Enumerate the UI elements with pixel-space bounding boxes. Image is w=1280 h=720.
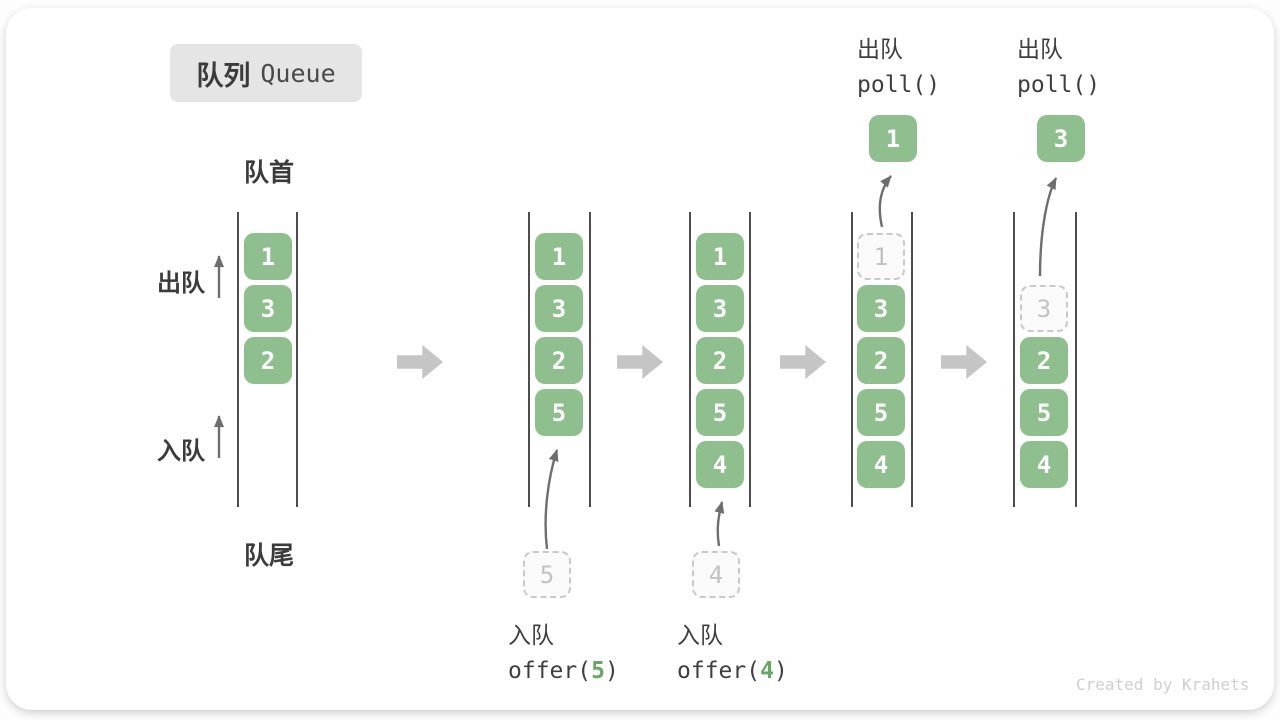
queue-wall (1075, 212, 1077, 507)
queue-wall (749, 212, 751, 507)
queue-wall (911, 212, 913, 507)
queue-element: 5 (1020, 389, 1068, 436)
code-open: offer( (677, 658, 761, 684)
enqueue-op-code: offer(5) (508, 658, 619, 684)
queue-wall (1013, 212, 1015, 507)
polled-element: 1 (869, 115, 917, 162)
queue-element: 3 (535, 285, 583, 332)
queue-element: 1 (244, 233, 292, 280)
watermark: Created by Krahets (1076, 675, 1250, 694)
queue-element: 2 (244, 337, 292, 384)
queue-wall (689, 212, 691, 507)
dequeue-op-code: poll() (857, 72, 941, 98)
enqueue-op-label: 入队 (508, 622, 554, 648)
queue-element: 1 (696, 233, 744, 280)
polled-element: 3 (1037, 115, 1085, 162)
code-arg: 4 (760, 658, 774, 684)
queue-element: 2 (535, 337, 583, 384)
enqueue-op-label: 入队 (677, 622, 723, 648)
dequeue-side-label: 出队 (157, 270, 205, 297)
title-zh: 队列 (196, 60, 251, 91)
enqueue-side-label: 入队 (157, 438, 205, 465)
queue-wall (851, 212, 853, 507)
queue-element: 2 (696, 337, 744, 384)
queue-element: 5 (535, 389, 583, 436)
queue-element: 4 (696, 441, 744, 488)
code-close: ) (773, 658, 788, 684)
queue-wall (296, 212, 298, 507)
queue-wall (237, 212, 239, 507)
queue-element: 4 (857, 441, 905, 488)
queue-element: 1 (535, 233, 583, 280)
queue-element: 5 (857, 389, 905, 436)
enqueue-op-caption: 入队 offer(5) (508, 616, 619, 684)
title-en: Queue (260, 58, 336, 88)
removed-element: 1 (857, 233, 905, 280)
title-box: 队列 Queue (170, 44, 362, 102)
queue-element: 5 (696, 389, 744, 436)
enqueue-op-caption: 入队 offer(4) (677, 616, 788, 684)
dequeue-op-label: 出队 (1017, 36, 1063, 62)
enqueue-op-code: offer(4) (677, 658, 788, 684)
dequeue-op-label: 出队 (857, 36, 903, 62)
dequeue-op-caption: 出队 poll() (857, 30, 940, 98)
queue-wall (589, 212, 591, 507)
code-open: offer( (508, 658, 592, 684)
dequeue-op-code: poll() (1017, 72, 1101, 98)
code-close: ) (604, 658, 619, 684)
staged-element: 5 (523, 551, 571, 598)
queue-rear-label: 队尾 (243, 542, 294, 570)
queue-element: 4 (1020, 441, 1068, 488)
dequeue-op-caption: 出队 poll() (1017, 30, 1100, 98)
queue-element: 3 (244, 285, 292, 332)
queue-front-label: 队首 (243, 159, 294, 187)
queue-element: 3 (857, 285, 905, 332)
queue-wall (528, 212, 530, 507)
removed-element: 3 (1020, 285, 1068, 332)
code-arg: 5 (591, 658, 605, 684)
queue-element: 2 (1020, 337, 1068, 384)
queue-element: 3 (696, 285, 744, 332)
queue-element: 2 (857, 337, 905, 384)
staged-element: 4 (692, 551, 740, 598)
